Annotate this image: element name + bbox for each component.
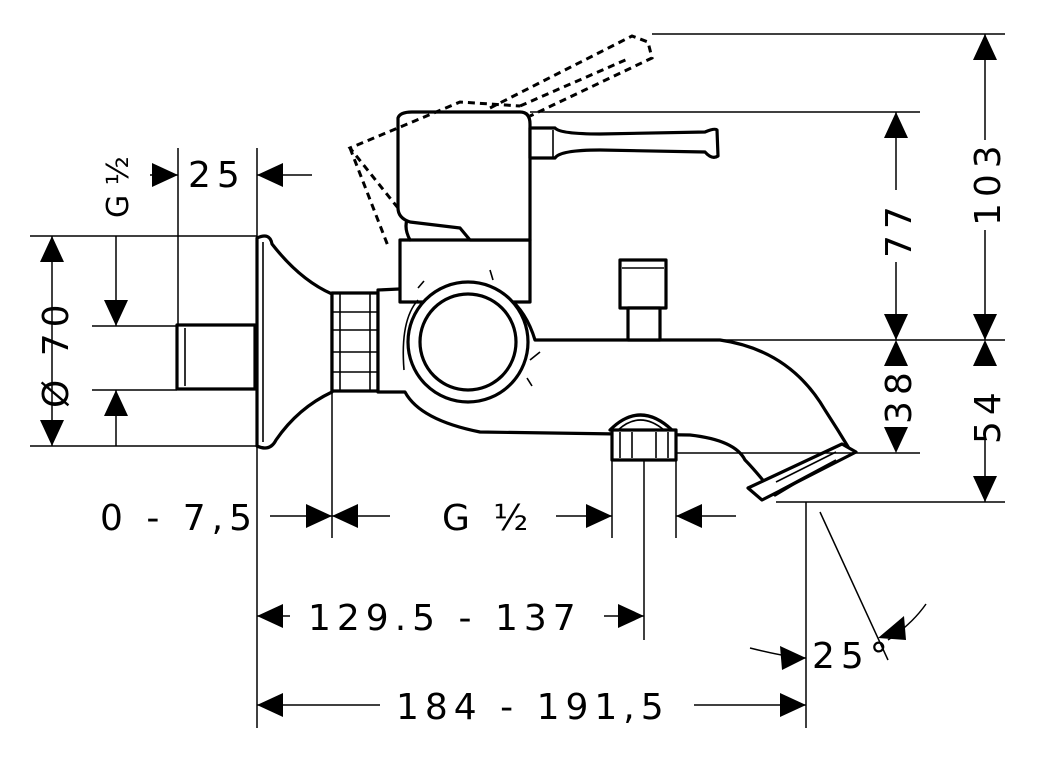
lever-handle: [528, 126, 720, 160]
hand-shower-outlet-cap: [608, 413, 674, 432]
label-hand-shower-thread: G ½: [442, 498, 534, 539]
lever-body: [396, 110, 532, 242]
aerator: [746, 442, 858, 502]
label-center-to-outlet: 129.5 - 137: [308, 598, 582, 639]
hand-shower-outlet: [610, 428, 678, 462]
label-height-lever-open: 103: [968, 139, 1009, 226]
label-total-projection: 184 - 191,5: [396, 687, 670, 728]
dimension-labels: G ½ 25 Ø 70 0 - 7,5 G ½ 129.5 - 137 184 …: [36, 139, 1009, 728]
label-spout-angle: 25°: [812, 636, 894, 677]
label-adjustment-range: 0 - 7,5: [100, 498, 258, 539]
wall-rosette: [255, 234, 334, 450]
wall-connector-pipe: [175, 323, 257, 391]
label-height-spout: 38: [879, 366, 920, 424]
label-height-below-axis: 54: [968, 386, 1009, 444]
label-diameter-rosette: Ø 70: [36, 298, 77, 408]
label-height-lever: 77: [879, 200, 920, 258]
label-connection-length: 25: [188, 155, 246, 196]
label-connection-thread: G ½: [101, 156, 136, 218]
temperature-knob: [406, 280, 530, 404]
dimension-lines: [30, 33, 1005, 728]
lever-raised-position: [347, 100, 521, 209]
hex-nut: [330, 291, 380, 393]
diverter-stem: [626, 306, 662, 342]
faucet-body: [175, 34, 858, 502]
